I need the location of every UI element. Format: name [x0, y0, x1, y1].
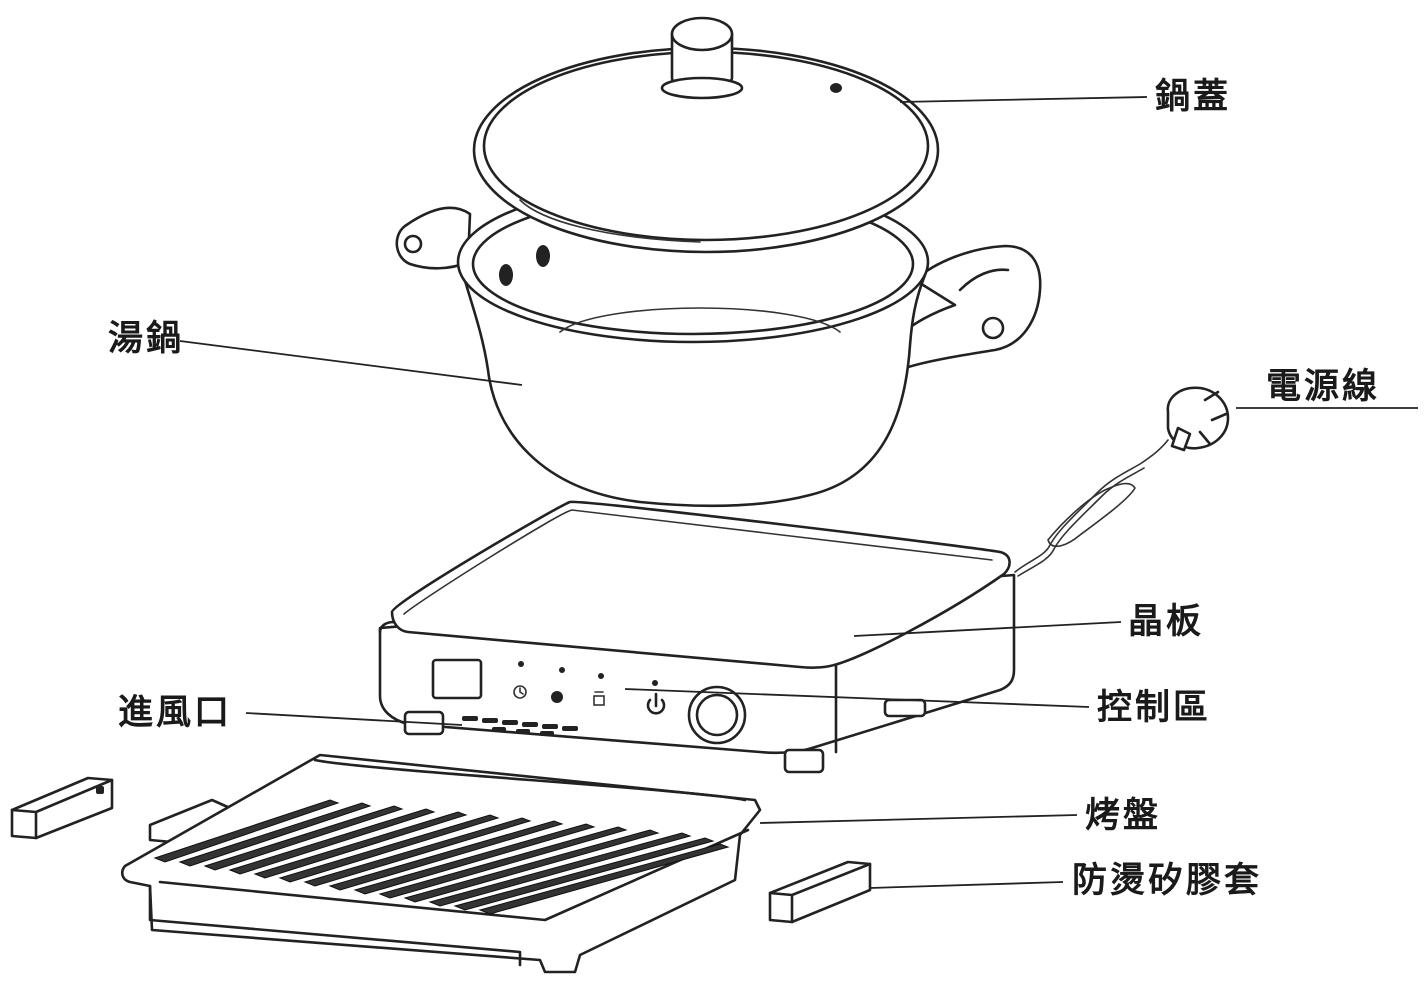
pot-left-rivet [403, 234, 423, 254]
silicone-sleeve-right [768, 860, 872, 924]
grill-pan-drawing [120, 753, 762, 974]
cooktop-drawing [378, 500, 1016, 774]
label-power-cord: 電源線 [1266, 367, 1381, 407]
label-silicone-sleeve: 防燙矽膠套 [1072, 861, 1263, 901]
label-crystal-plate: 晶板 [1128, 602, 1205, 642]
indicator-light [559, 667, 565, 673]
timer-icon [513, 685, 527, 699]
lid-drawing [472, 16, 940, 254]
leader-line-control-area [624, 688, 1090, 708]
label-lid: 鍋蓋 [1155, 77, 1232, 117]
hotpot-mode-icon [551, 691, 563, 703]
pot-right-rivet [981, 316, 1005, 340]
lid-vent-hole [830, 83, 842, 93]
silicone-sleeve-left [10, 776, 114, 840]
indicator-light [652, 680, 658, 686]
leader-line-pot [179, 340, 523, 386]
indicator-light [598, 673, 604, 679]
cooktop-foot [883, 698, 927, 718]
leader-line-grill-pan [759, 814, 1078, 824]
power-icon [646, 692, 666, 715]
cooktop-foot [783, 748, 825, 774]
air-inlet-vents [462, 716, 578, 736]
pot-hole [536, 245, 550, 267]
power-cord-drawing [1014, 386, 1230, 577]
label-grill-pan: 烤盤 [1085, 796, 1162, 836]
label-pot: 湯鍋 [108, 319, 185, 359]
leader-line-air-inlet [245, 712, 463, 726]
grill-mode-icon [593, 691, 605, 706]
grill-ridges [153, 799, 730, 915]
label-control-area: 控制區 [1097, 688, 1212, 728]
indicator-light [518, 661, 524, 667]
leader-line-silicone-sleeve [869, 881, 1064, 889]
label-air-inlet: 進風口 [118, 693, 233, 733]
pot-left-handle [395, 206, 472, 270]
display-window [431, 658, 483, 700]
leader-line-lid [899, 96, 1148, 103]
leader-line-crystal-plate [853, 621, 1122, 637]
pot-hole [499, 264, 513, 286]
